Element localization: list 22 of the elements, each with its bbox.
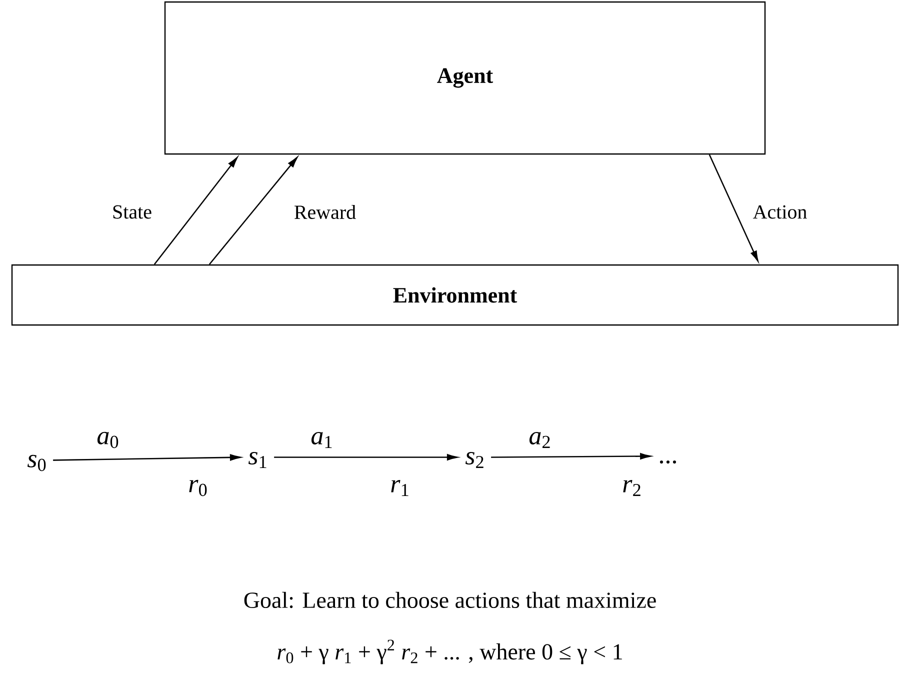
edge-label: a$_{1}$ xyxy=(311,432,332,448)
state-label: s$_{1}$ xyxy=(248,452,266,468)
arrow xyxy=(154,157,238,265)
return-formula: r$_{0}$ + γ r$_{1}$ + γ$^{2}$ r$_{2}$ + ... , where 0 ≤ γ < 1 xyxy=(278,640,622,664)
edge-label: a$_{0}$ xyxy=(97,432,118,448)
edge-label: Action xyxy=(752,205,807,219)
reward-label: r$_{2}$ xyxy=(623,480,640,496)
edge-label: a$_{2}$ xyxy=(529,432,550,448)
reward-label: r$_{0}$ xyxy=(189,480,207,496)
arrow xyxy=(491,453,651,460)
process-box: Environment xyxy=(11,264,899,326)
state-label: ... xyxy=(660,460,676,464)
edge-label: State xyxy=(113,205,152,219)
edge-label: Reward xyxy=(294,204,356,220)
reward-label: r$_{1}$ xyxy=(391,480,408,496)
state-label: s$_{2}$ xyxy=(465,452,484,468)
goal-text: Goal: Learn to choose actions that maximize xyxy=(244,592,656,608)
state-label: s$_{0}$ xyxy=(27,454,46,472)
arrow xyxy=(708,154,758,262)
arrow xyxy=(208,157,298,265)
process-box: Agent xyxy=(164,1,766,155)
arrow xyxy=(53,454,241,461)
